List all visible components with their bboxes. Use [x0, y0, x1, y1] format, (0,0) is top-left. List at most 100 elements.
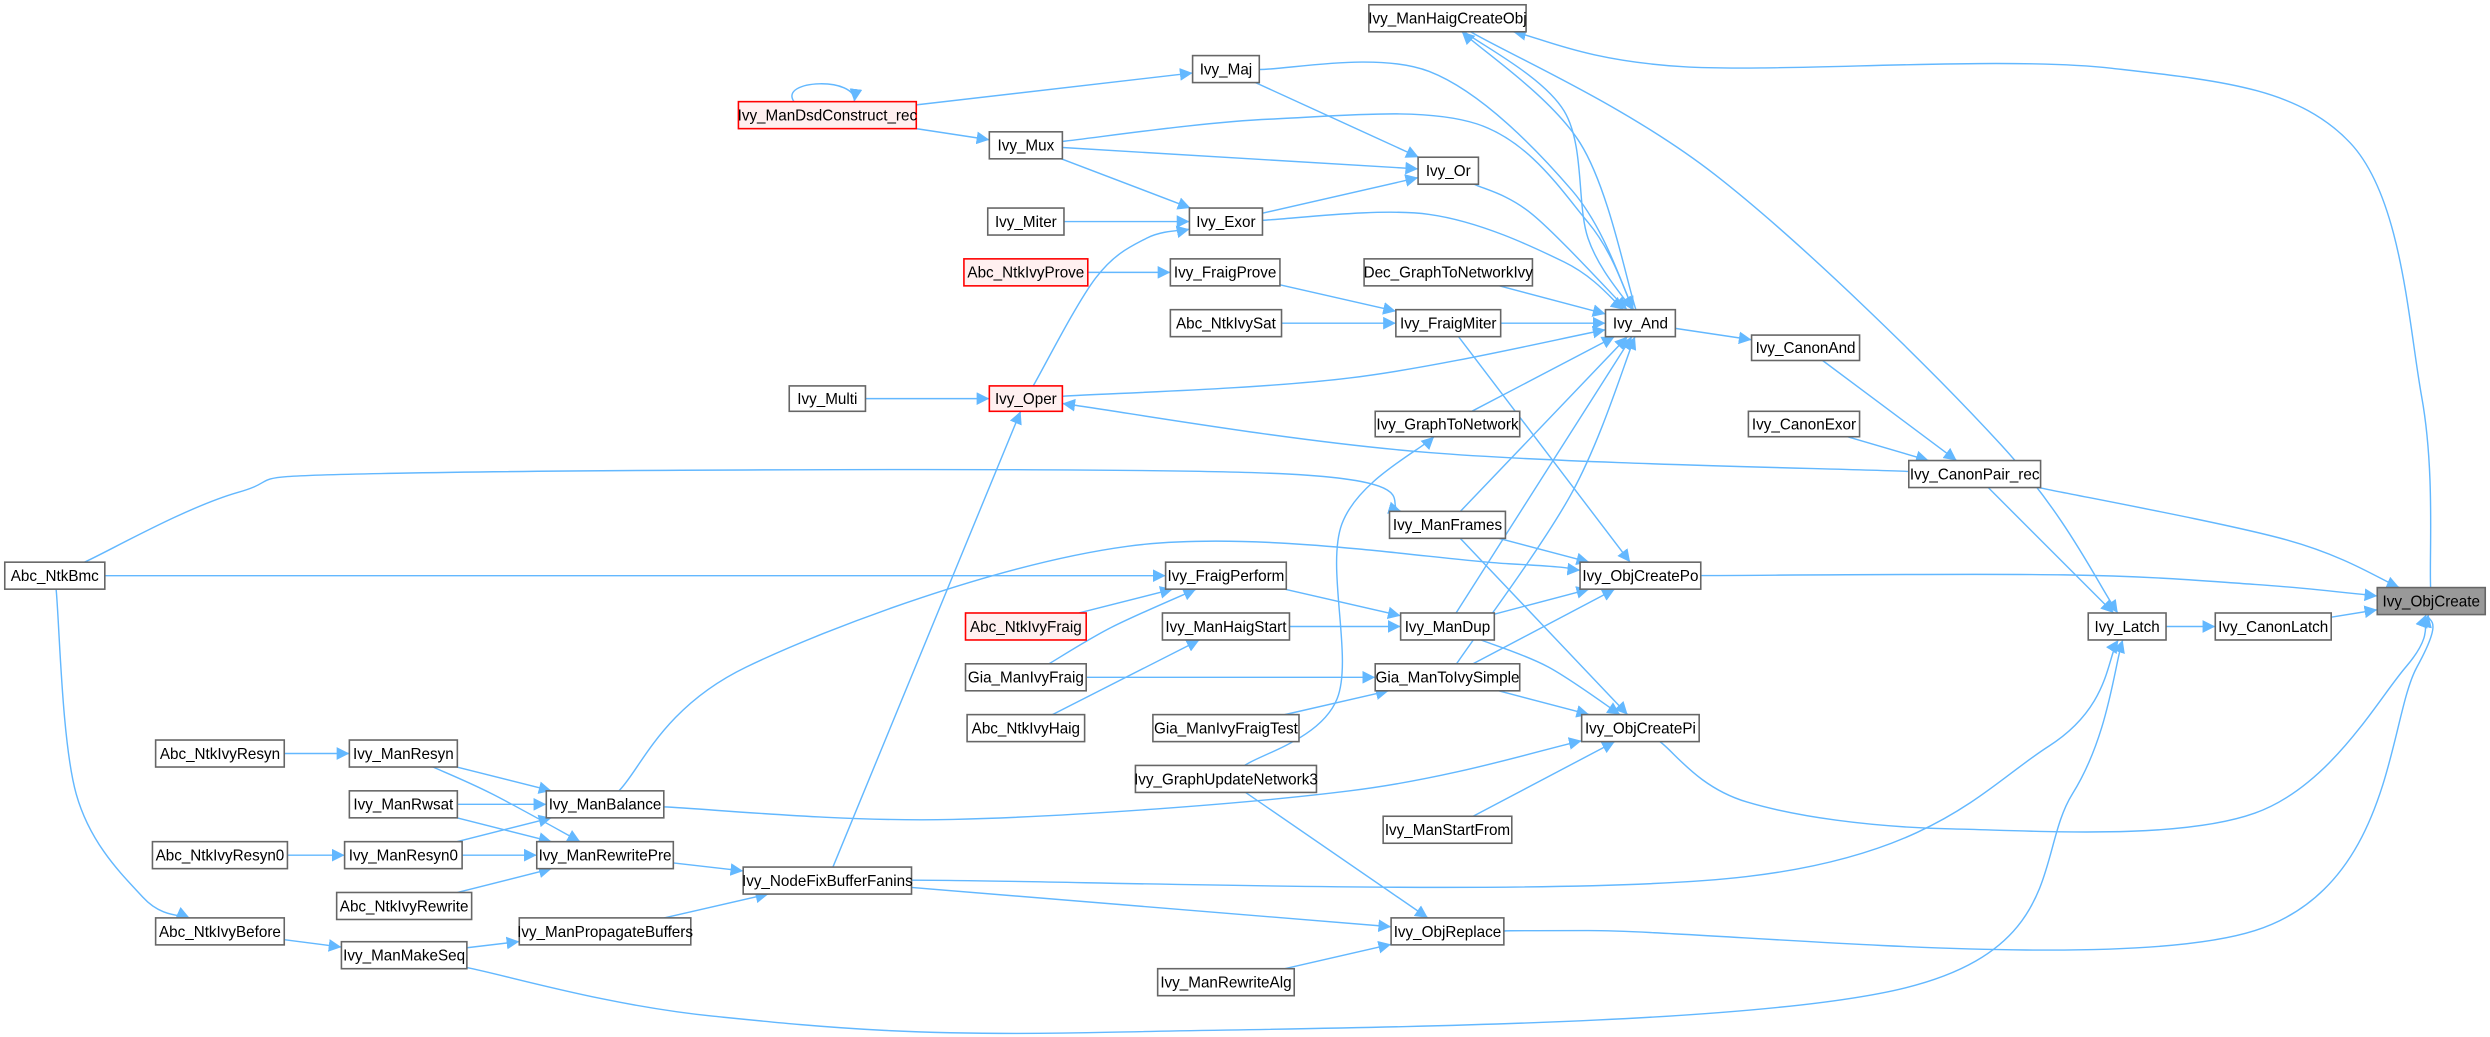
node-label: Abc_NtkIvyResyn	[160, 746, 280, 763]
node-Ivy_Oper[interactable]: Ivy_Oper	[988, 385, 1064, 413]
node-box	[742, 866, 913, 895]
node-label: Ivy_And	[1613, 316, 1668, 333]
node-Abc_NtkIvySat[interactable]: Abc_NtkIvySat	[1169, 308, 1283, 338]
node-Abc_NtkIvyFraig[interactable]: Abc_NtkIvyFraig	[964, 612, 1087, 641]
node-box	[1750, 334, 1861, 362]
node-box	[1363, 258, 1534, 287]
edge-Ivy_And-to-Ivy_ManHaigCreateObj	[1461, 31, 1637, 310]
edge-Ivy_Mux-to-Ivy_Exor	[1061, 158, 1191, 210]
node-Ivy_GraphToNetwork[interactable]: Ivy_GraphToNetwork	[1374, 410, 1521, 438]
graph-edges	[55, 28, 2434, 1035]
node-Ivy_CanonPair_rec[interactable]: Ivy_CanonPair_rec	[1907, 459, 2042, 489]
edge-Ivy_Or-to-Ivy_And	[1473, 183, 1628, 311]
node-Ivy_NodeFixBufferFanins[interactable]: Ivy_NodeFixBufferFanins	[742, 866, 913, 895]
node-label: Ivy_ObjCreate	[2383, 593, 2480, 610]
node-Ivy_ObjReplace[interactable]: Ivy_ObjReplace	[1390, 917, 1505, 946]
node-label: Abc_NtkIvyBefore	[159, 924, 281, 941]
edge-Ivy_ManRewriteAlg-to-Ivy_ObjReplace	[1284, 940, 1392, 970]
node-Gia_ManToIvySimple[interactable]: Gia_ManToIvySimple	[1374, 663, 1521, 692]
node-box	[1368, 3, 1527, 33]
node-Ivy_CanonAnd[interactable]: Ivy_CanonAnd	[1750, 334, 1861, 362]
edge-Ivy_ManDup-to-Ivy_ObjCreatePo	[1494, 586, 1590, 615]
node-Ivy_ManPropagateBuffers[interactable]: Ivy_ManPropagateBuffers	[517, 917, 693, 946]
node-box	[348, 790, 459, 819]
node-Ivy_Maj[interactable]: Ivy_Maj	[1191, 54, 1261, 84]
edge-Ivy_ManMakeSeq-to-Ivy_ManPropagateBuffers	[466, 936, 520, 950]
node-Abc_NtkIvyResyn0[interactable]: Abc_NtkIvyResyn0	[151, 840, 289, 870]
node-Ivy_Mux[interactable]: Ivy_Mux	[988, 131, 1064, 160]
node-label: Ivy_ManStartFrom	[1385, 822, 1510, 839]
node-Ivy_ManRwsat[interactable]: Ivy_ManRwsat	[348, 790, 459, 819]
node-Ivy_FraigProve[interactable]: Ivy_FraigProve	[1169, 258, 1281, 287]
node-Ivy_ObjCreatePo[interactable]: Ivy_ObjCreatePo	[1579, 561, 1702, 590]
node-label: Ivy_Or	[1426, 163, 1471, 180]
node-Ivy_ObjCreatePi[interactable]: Ivy_ObjCreatePi	[1580, 713, 1700, 743]
node-Ivy_ManDsdConstruct_rec[interactable]: Ivy_ManDsdConstruct_rec	[738, 100, 918, 130]
node-label: Gia_ManIvyFraig	[968, 670, 1084, 687]
node-label: Abc_NtkIvyResyn0	[156, 848, 285, 865]
node-Ivy_Exor[interactable]: Ivy_Exor	[1188, 207, 1264, 236]
node-Dec_GraphToNetworkIvy[interactable]: Dec_GraphToNetworkIvy	[1363, 258, 1534, 287]
node-box	[343, 840, 463, 870]
node-Ivy_ManResyn[interactable]: Ivy_ManResyn	[348, 739, 459, 768]
node-label: Ivy_Oper	[995, 391, 1057, 408]
edge-Ivy_Oper-to-Ivy_Exor	[1032, 225, 1190, 387]
node-label: Abc_NtkBmc	[11, 568, 99, 585]
node-label: Ivy_GraphToNetwork	[1376, 416, 1519, 433]
node-Abc_NtkIvyProve[interactable]: Abc_NtkIvyProve	[963, 258, 1089, 287]
node-Ivy_ManRewritePre[interactable]: Ivy_ManRewritePre	[535, 840, 675, 870]
node-box	[1382, 815, 1513, 845]
node-Ivy_ManHaigStart[interactable]: Ivy_ManHaigStart	[1161, 612, 1291, 641]
node-box	[335, 891, 473, 921]
node-box	[1161, 612, 1291, 641]
edge-Ivy_CanonLatch-to-Ivy_ObjCreate	[2331, 605, 2378, 619]
node-Ivy_Multi[interactable]: Ivy_Multi	[788, 385, 867, 413]
node-label: Ivy_ManResyn0	[349, 848, 458, 865]
node-Ivy_FraigMiter[interactable]: Ivy_FraigMiter	[1395, 308, 1502, 338]
node-label: Ivy_FraigPerform	[1168, 568, 1285, 585]
node-Ivy_Miter[interactable]: Ivy_Miter	[986, 207, 1065, 236]
node-Ivy_ManStartFrom[interactable]: Ivy_ManStartFrom	[1382, 815, 1513, 845]
node-Ivy_Latch[interactable]: Ivy_Latch	[2087, 612, 2167, 641]
node-Ivy_ManDup[interactable]: Ivy_ManDup	[1399, 612, 1496, 641]
node-Ivy_ManBalance[interactable]: Ivy_ManBalance	[545, 790, 665, 819]
node-label: Abc_NtkIvyRewrite	[340, 898, 469, 915]
node-Abc_NtkIvyRewrite[interactable]: Abc_NtkIvyRewrite	[335, 891, 473, 921]
node-Ivy_GraphUpdateNetwork3[interactable]: Ivy_GraphUpdateNetwork3	[1134, 764, 1318, 794]
node-Ivy_And[interactable]: Ivy_And	[1604, 308, 1677, 338]
node-box	[1169, 258, 1281, 287]
node-Ivy_ManFrames[interactable]: Ivy_ManFrames	[1388, 510, 1507, 540]
node-Abc_NtkIvyResyn[interactable]: Abc_NtkIvyResyn	[154, 739, 286, 768]
edge-Ivy_ManDsdConstruct_rec-to-Ivy_Mux	[916, 127, 990, 145]
node-box	[2376, 586, 2487, 616]
edge-Ivy_Exor-to-Ivy_Or	[1262, 174, 1419, 214]
node-Ivy_ManHaigCreateObj[interactable]: Ivy_ManHaigCreateObj	[1368, 3, 1527, 33]
node-Abc_NtkIvyBefore[interactable]: Abc_NtkIvyBefore	[154, 917, 286, 946]
node-box	[348, 739, 459, 768]
node-Ivy_ManRewriteAlg[interactable]: Ivy_ManRewriteAlg	[1156, 967, 1296, 997]
node-Ivy_ObjCreate[interactable]: Ivy_ObjCreate	[2376, 586, 2487, 616]
node-Ivy_CanonLatch[interactable]: Ivy_CanonLatch	[2214, 612, 2332, 641]
node-box	[340, 940, 468, 970]
node-Abc_NtkBmc[interactable]: Abc_NtkBmc	[3, 561, 106, 590]
node-label: Ivy_Miter	[995, 214, 1057, 231]
node-Ivy_Or[interactable]: Ivy_Or	[1417, 156, 1480, 186]
node-label: Ivy_GraphUpdateNetwork3	[1134, 771, 1318, 788]
node-Gia_ManIvyFraigTest[interactable]: Gia_ManIvyFraigTest	[1152, 713, 1300, 743]
node-Ivy_ManResyn0[interactable]: Ivy_ManResyn0	[343, 840, 463, 870]
node-Ivy_FraigPerform[interactable]: Ivy_FraigPerform	[1164, 561, 1288, 590]
node-Ivy_ManMakeSeq[interactable]: Ivy_ManMakeSeq	[340, 940, 468, 970]
node-Gia_ManIvyFraig[interactable]: Gia_ManIvyFraig	[964, 663, 1087, 692]
edge-Ivy_ManResyn-to-Ivy_ManRewritePre	[432, 766, 581, 843]
edge-Ivy_FraigMiter-to-Ivy_ObjCreatePo	[1457, 336, 1631, 563]
node-box	[788, 385, 867, 413]
node-Ivy_CanonExor[interactable]: Ivy_CanonExor	[1747, 410, 1861, 438]
node-label: Abc_NtkIvyProve	[967, 265, 1084, 282]
edge-Ivy_CanonPair_rec-to-Ivy_ObjCreate	[2038, 486, 2400, 589]
node-box	[1747, 410, 1861, 438]
node-box	[1374, 410, 1521, 438]
node-box	[966, 713, 1086, 743]
node-box	[1164, 561, 1288, 590]
node-Abc_NtkIvyHaig[interactable]: Abc_NtkIvyHaig	[966, 713, 1086, 743]
